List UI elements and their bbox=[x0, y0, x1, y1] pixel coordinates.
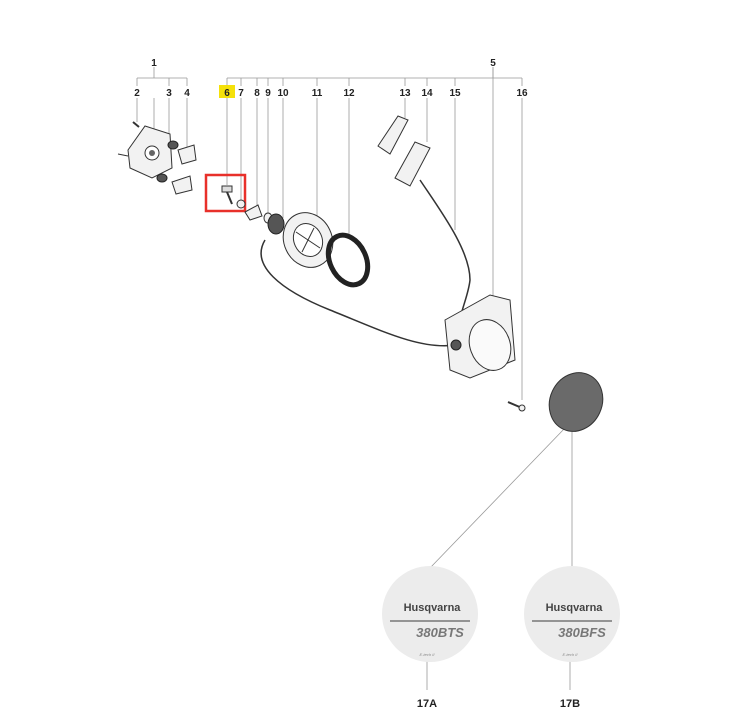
part-17a-decal[interactable]: Husqvarna 380BTS E-tech II bbox=[382, 566, 478, 662]
part-8-pawl[interactable] bbox=[244, 204, 263, 221]
label-17b[interactable]: 17B bbox=[560, 698, 580, 710]
label-16[interactable]: 16 bbox=[516, 88, 528, 99]
part-3-nut[interactable] bbox=[156, 140, 179, 183]
decal-17b-sub: E-tech II bbox=[563, 652, 579, 657]
label-17a[interactable]: 17A bbox=[417, 698, 437, 710]
decal-17a-model: 380BTS bbox=[416, 625, 464, 640]
label-10[interactable]: 10 bbox=[277, 88, 289, 99]
label-5[interactable]: 5 bbox=[490, 58, 496, 69]
label-9[interactable]: 9 bbox=[265, 88, 271, 99]
part-13-handle[interactable] bbox=[377, 115, 409, 155]
label-4[interactable]: 4 bbox=[184, 88, 190, 99]
decal-17a-brand: Husqvarna bbox=[404, 602, 462, 614]
part-17b-decal[interactable]: Husqvarna 380BFS E-tech II bbox=[524, 566, 620, 662]
label-13[interactable]: 13 bbox=[399, 88, 411, 99]
starter-rope[interactable] bbox=[260, 239, 456, 347]
part-6-screw[interactable] bbox=[221, 185, 233, 205]
label-3[interactable]: 3 bbox=[166, 88, 172, 99]
part-4-knob[interactable] bbox=[171, 144, 197, 195]
part-10-spring[interactable] bbox=[267, 213, 285, 235]
part-labels[interactable]: 1 5 2 3 4 6 7 8 9 10 11 12 13 14 15 16 1… bbox=[134, 58, 580, 710]
part-mesh-disc[interactable] bbox=[540, 364, 612, 440]
decal-17b-model: 380BFS bbox=[558, 625, 606, 640]
label-7[interactable]: 7 bbox=[238, 88, 244, 99]
label-8[interactable]: 8 bbox=[254, 88, 260, 99]
label-12[interactable]: 12 bbox=[343, 88, 355, 99]
highlight-part-6 bbox=[219, 85, 235, 98]
part-11-pulley[interactable] bbox=[274, 204, 341, 275]
label-1[interactable]: 1 bbox=[151, 58, 157, 69]
decal-17b-brand: Husqvarna bbox=[546, 602, 604, 614]
decal-17a-sub: E-tech II bbox=[420, 652, 436, 657]
part-2-screw[interactable] bbox=[132, 121, 140, 128]
label-2[interactable]: 2 bbox=[134, 88, 140, 99]
part-16-screw[interactable] bbox=[507, 401, 526, 412]
selection-box bbox=[204, 173, 247, 213]
part-5-starter-housing[interactable] bbox=[444, 294, 518, 379]
part-screw-left bbox=[117, 153, 129, 157]
label-11[interactable]: 11 bbox=[312, 88, 323, 99]
part-7-washer[interactable] bbox=[236, 199, 246, 209]
part-14-handle-insert[interactable] bbox=[394, 141, 431, 187]
label-6[interactable]: 6 bbox=[224, 88, 230, 99]
label-14[interactable]: 14 bbox=[421, 88, 433, 99]
label-15[interactable]: 15 bbox=[449, 88, 461, 99]
part-1-bracket[interactable] bbox=[127, 125, 173, 179]
part-12-recoil-spring[interactable] bbox=[321, 229, 376, 291]
leader-lines bbox=[136, 67, 573, 690]
